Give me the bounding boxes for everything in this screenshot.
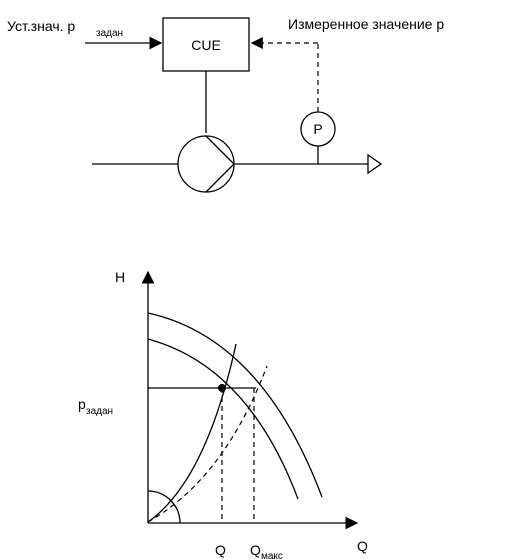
outlet-arrow-icon (367, 153, 383, 175)
qmax-tick-subscript: макс (261, 551, 283, 559)
pump-icon (177, 135, 235, 193)
p-set-subscript: задан (86, 406, 113, 417)
dashed-system-curve (147, 365, 268, 523)
q-tick-label: Q (215, 542, 226, 558)
pump-curve-max-speed (147, 312, 323, 498)
controller-label: CUE (191, 37, 221, 53)
qmax-tick-label: Q (250, 542, 261, 558)
setpoint-label: Уст.знач. p (7, 18, 75, 34)
measured-value-label: Измеренное значение p (288, 16, 444, 32)
p-set-label: p (78, 396, 86, 412)
sensor-label: P (313, 121, 322, 137)
y-axis-label: H (115, 269, 125, 285)
pump-curve-reduced-speed (147, 338, 299, 500)
x-axis-label: Q (357, 538, 368, 554)
setpoint-label-subscript: задан (96, 28, 123, 39)
angle-arc (147, 490, 181, 524)
system-curve (147, 343, 237, 523)
